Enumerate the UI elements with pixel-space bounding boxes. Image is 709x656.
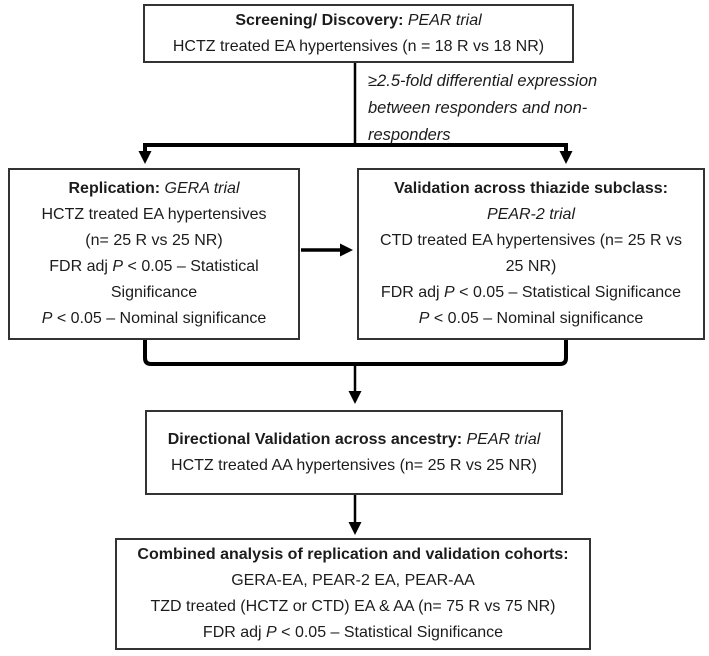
cohort-line-wrap: 25 NR) bbox=[505, 258, 557, 275]
p-symbol: P bbox=[112, 258, 124, 275]
replication-box: Replication: GERA trial HCTZ treated EA … bbox=[8, 168, 300, 340]
sample-size-line: (n= 25 R vs 25 NR) bbox=[85, 232, 223, 249]
fdr-pre: FDR adj bbox=[202, 624, 267, 641]
p-symbol: P bbox=[266, 624, 277, 641]
validation-subclass-box: Validation across thiazide subclass: PEA… bbox=[357, 168, 705, 340]
arrow-right-icon bbox=[340, 243, 353, 257]
nominal-post: < 0.05 – Nominal significance bbox=[52, 310, 267, 327]
title-bold: Screening/ Discovery: bbox=[235, 11, 408, 29]
trial-name: PEAR trial bbox=[407, 11, 482, 29]
fdr-pre: FDR adj bbox=[49, 258, 113, 275]
title-bold: Replication: bbox=[68, 180, 165, 197]
annotation-line: between responders and non- bbox=[368, 99, 588, 117]
arrow-down-icon bbox=[348, 522, 362, 535]
trial-name: GERA trial bbox=[164, 180, 240, 197]
box-title: Directional Validation across ancestry: … bbox=[168, 427, 541, 453]
cohort-line: HCTZ treated EA hypertensives bbox=[41, 206, 267, 223]
trial-name: PEAR trial bbox=[466, 430, 541, 448]
cohort-line: CTD treated EA hypertensives (n= 25 R vs bbox=[380, 232, 682, 249]
cohort-line: HCTZ treated AA hypertensives (n= 25 R v… bbox=[171, 456, 537, 474]
annotation-line: responders bbox=[368, 126, 451, 144]
fdr-post: < 0.05 – Statistical Significance bbox=[454, 284, 682, 301]
fdr-line-wrap: Significance bbox=[110, 284, 198, 301]
arrow-down-icon bbox=[348, 391, 362, 404]
fdr-post: < 0.05 – Statistical bbox=[123, 258, 259, 275]
p-symbol: P bbox=[41, 310, 53, 327]
p-symbol: P bbox=[444, 284, 455, 301]
combined-analysis-box: Combined analysis of replication and val… bbox=[115, 538, 591, 650]
nominal-line: P < 0.05 – Nominal significance bbox=[419, 306, 644, 332]
merge-bracket bbox=[143, 338, 568, 366]
fdr-line: FDR adj P < 0.05 – Statistical bbox=[49, 254, 258, 280]
fdr-post: < 0.05 – Statistical Significance bbox=[276, 624, 504, 641]
arrow-down-icon bbox=[559, 151, 573, 164]
fold-change-annotation: ≥2.5-fold differential expression betwee… bbox=[368, 68, 597, 149]
box-title: Replication: GERA trial bbox=[69, 176, 240, 202]
fdr-pre: FDR adj bbox=[380, 284, 445, 301]
trial-name: PEAR-2 trial bbox=[486, 206, 576, 223]
nominal-line: P < 0.05 – Nominal significance bbox=[42, 306, 267, 332]
nominal-post: < 0.05 – Nominal significance bbox=[429, 310, 644, 327]
annotation-line: ≥2.5-fold differential expression bbox=[368, 72, 598, 90]
screening-discovery-box: Screening/ Discovery: PEAR trial HCTZ tr… bbox=[143, 4, 574, 63]
box-title: Combined analysis of replication and val… bbox=[137, 546, 569, 563]
cohorts-line: GERA-EA, PEAR-2 EA, PEAR-AA bbox=[231, 572, 475, 589]
sample-size-line: TZD treated (HCTZ or CTD) EA & AA (n= 75… bbox=[150, 598, 556, 615]
p-symbol: P bbox=[418, 310, 430, 327]
directional-validation-box: Directional Validation across ancestry: … bbox=[145, 410, 563, 495]
cohort-line: HCTZ treated EA hypertensives (n = 18 R … bbox=[172, 37, 545, 55]
fdr-line: FDR adj P < 0.05 – Statistical Significa… bbox=[203, 620, 503, 646]
arrow-down-icon bbox=[138, 151, 152, 164]
title-bold: Directional Validation across ancestry: bbox=[167, 430, 467, 448]
box-title: Validation across thiazide subclass: bbox=[394, 180, 668, 197]
fdr-line: FDR adj P < 0.05 – Statistical Significa… bbox=[381, 280, 681, 306]
box-title: Screening/ Discovery: PEAR trial bbox=[235, 8, 481, 34]
